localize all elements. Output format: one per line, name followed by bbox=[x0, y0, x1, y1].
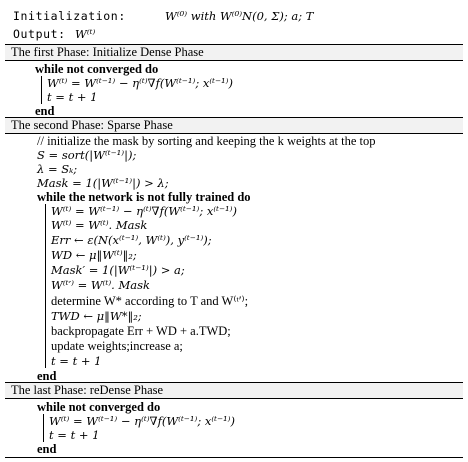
masked-weights-line: W⁽ᵗ′⁾ = W⁽ᵗ⁾. Mask bbox=[51, 278, 150, 292]
update-weights-line: update weights;increase a; bbox=[51, 339, 183, 353]
block-bar bbox=[45, 204, 46, 368]
while-line: while the network is not fully trained d… bbox=[37, 190, 251, 204]
phase-header: The second Phase: Sparse Phase bbox=[5, 118, 463, 133]
comment-line: // initialize the mask by sorting and ke… bbox=[37, 134, 376, 148]
apply-mask-line: W⁽ᵗ⁾ = W⁽ᵗ⁾. Mask bbox=[51, 218, 148, 232]
mask-prime-line: Mask′ = 1(|W⁽ᵗ⁻¹⁾|) > a; bbox=[51, 263, 185, 277]
divider bbox=[5, 60, 463, 61]
end-line: end bbox=[35, 104, 55, 118]
update-line: W⁽ᵗ⁾ = W⁽ᵗ⁻¹⁾ − η⁽ᵗ⁾∇f(W⁽ᵗ⁻¹⁾; x⁽ᵗ⁻¹⁾) bbox=[51, 204, 237, 218]
end-line: end bbox=[37, 442, 57, 456]
phase-title: The second Phase: Sparse Phase bbox=[11, 118, 173, 132]
divider bbox=[5, 398, 463, 399]
twd-line: TWD ← μ‖W*‖₂; bbox=[51, 309, 142, 323]
end-line: end bbox=[37, 369, 57, 383]
update-line: W⁽ᵗ⁾ = W⁽ᵗ⁻¹⁾ − η⁽ᵗ⁾∇f(W⁽ᵗ⁻¹⁾; x⁽ᵗ⁻¹⁾) bbox=[49, 414, 235, 428]
output-value: W⁽ᵗ⁾ bbox=[75, 27, 96, 41]
while-line: while not converged do bbox=[35, 62, 159, 76]
increment-line: t = t + 1 bbox=[51, 354, 102, 368]
update-line: W⁽ᵗ⁾ = W⁽ᵗ⁻¹⁾ − η⁽ᵗ⁾∇f(W⁽ᵗ⁻¹⁾; x⁽ᵗ⁻¹⁾) bbox=[47, 76, 233, 90]
phase-title: The last Phase: reDense Phase bbox=[11, 383, 164, 397]
block-bar bbox=[43, 414, 44, 442]
output-keyword: Output: bbox=[13, 27, 66, 41]
weight-decay-line: WD ← μ‖W⁽ᵗ⁾‖₂; bbox=[51, 248, 137, 262]
divider bbox=[5, 117, 463, 118]
determine-line: determine W* according to T and W⁽ᵗ′⁾; bbox=[51, 294, 249, 308]
block-bar bbox=[41, 76, 42, 104]
while-line: while not converged do bbox=[37, 400, 161, 414]
increment-line: t = t + 1 bbox=[47, 90, 98, 104]
phase-title: The first Phase: Initialize Dense Phase bbox=[11, 45, 204, 59]
divider bbox=[5, 133, 463, 134]
divider bbox=[5, 382, 463, 383]
increment-line: t = t + 1 bbox=[49, 428, 100, 442]
phase-header: The first Phase: Initialize Dense Phase bbox=[5, 45, 463, 60]
sort-line: S = sort(|W⁽ᵗ⁻¹⁾|); bbox=[37, 148, 137, 162]
backprop-line: backpropagate Err + WD + a.TWD; bbox=[51, 324, 231, 338]
divider bbox=[5, 44, 463, 45]
init-keyword: Initialization: bbox=[13, 9, 126, 23]
phase-header: The last Phase: reDense Phase bbox=[5, 383, 463, 398]
mask-line: Mask = 1(|W⁽ᵗ⁻¹⁾|) > λ; bbox=[37, 176, 169, 190]
init-value: W⁽⁰⁾ with W⁽⁰⁾N(0, Σ); a; T bbox=[165, 9, 314, 23]
algorithm-box: Initialization: W⁽⁰⁾ with W⁽⁰⁾N(0, Σ); a… bbox=[5, 3, 463, 458]
error-line: Err ← ε(N(x⁽ᵗ⁻¹⁾, W⁽ᵗ⁾), y⁽ᵗ⁻¹⁾); bbox=[51, 233, 212, 247]
threshold-line: λ = Sₖ; bbox=[37, 162, 78, 176]
